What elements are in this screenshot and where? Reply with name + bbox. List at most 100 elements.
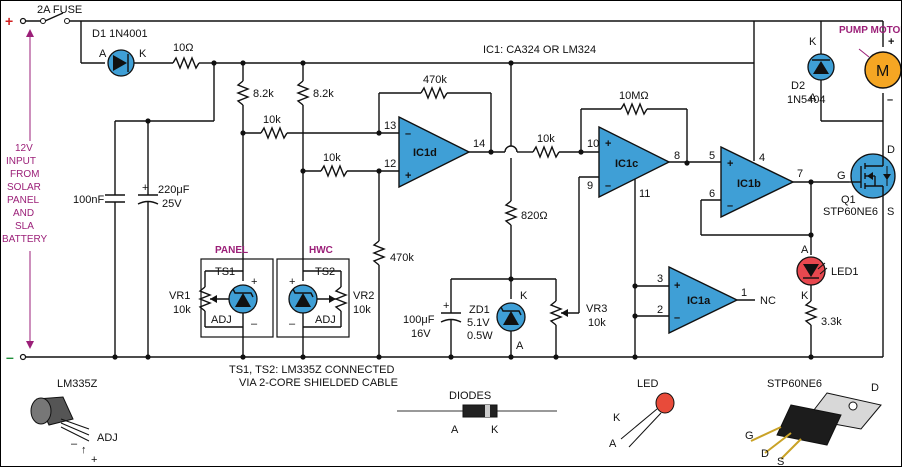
svg-text:Q1: Q1 (841, 194, 856, 206)
svg-text:BATTERY: BATTERY (2, 234, 48, 245)
svg-text:FROM: FROM (10, 169, 39, 180)
led-package-drawing: LED K A (609, 378, 675, 450)
svg-text:A: A (801, 244, 809, 256)
svg-text:PANEL: PANEL (215, 245, 248, 256)
svg-text:K: K (801, 290, 809, 302)
svg-text:13: 13 (384, 120, 396, 132)
svg-text:–: – (251, 318, 258, 330)
svg-text:+: + (727, 158, 733, 170)
opamp-ic1c: + – IC1c 10 9 8 11 (587, 125, 680, 200)
svg-text:10k: 10k (323, 152, 341, 164)
svg-text:K: K (809, 36, 817, 48)
svg-text:2: 2 (657, 304, 663, 316)
svg-text:470k: 470k (423, 74, 447, 86)
ic-note: IC1: CA324 OR LM324 (483, 44, 596, 56)
svg-text:8: 8 (674, 150, 680, 162)
opamp-ic1b: + – IC1b 5 6 4 7 (709, 145, 803, 219)
minus-terminal (19, 353, 27, 361)
potentiometer-vr3: VR3 10k (549, 176, 607, 357)
svg-text:10Ω: 10Ω (173, 42, 193, 54)
stp60ne6-package-drawing: STP60NE6 G D S D (745, 378, 882, 466)
svg-text:ADJ: ADJ (315, 314, 336, 326)
capacitor-220uf: + 220μF 25V (137, 121, 190, 357)
svg-text:+: + (251, 276, 257, 288)
sensor-note-line2: VIA 2-CORE SHIELDED CABLE (239, 377, 398, 389)
svg-text:K: K (491, 424, 499, 436)
svg-text:6: 6 (709, 188, 715, 200)
input-label: 12V INPUT FROM SOLAR PANEL AND SLA BATTE… (2, 143, 48, 245)
svg-text:LED: LED (637, 378, 658, 390)
mosfet-q1: G D S Q1 STP60NE6 (823, 144, 896, 218)
svg-text:5: 5 (709, 150, 715, 162)
svg-text:8.2k: 8.2k (253, 88, 274, 100)
svg-text:HWC: HWC (309, 245, 333, 256)
svg-text:+: + (289, 276, 295, 288)
svg-text:–: – (71, 438, 78, 450)
svg-text:+: + (888, 36, 894, 48)
svg-text:0.5W: 0.5W (467, 330, 493, 342)
svg-text:VR2: VR2 (353, 290, 374, 302)
svg-text:INPUT: INPUT (6, 156, 36, 167)
svg-text:10k: 10k (173, 304, 191, 316)
svg-text:STP60NE6: STP60NE6 (823, 206, 878, 218)
positive-rail (23, 12, 884, 155)
resistor-470k-feedback: 470k (378, 74, 492, 152)
resistor-8k2-b: 8.2k (296, 63, 334, 171)
svg-text:–: – (674, 312, 680, 324)
input-arrow (26, 29, 34, 349)
svg-text:ADJ: ADJ (211, 314, 232, 326)
svg-text:K: K (139, 48, 147, 60)
svg-text:3: 3 (657, 273, 663, 285)
svg-text:ADJ: ADJ (97, 432, 118, 444)
svg-text:12: 12 (384, 158, 396, 170)
svg-text:AND: AND (13, 208, 34, 219)
svg-text:1N5404: 1N5404 (787, 94, 826, 106)
svg-text:SLA: SLA (15, 221, 34, 232)
svg-text:–: – (289, 318, 296, 330)
svg-text:DIODES: DIODES (449, 390, 491, 402)
svg-text:STP60NE6: STP60NE6 (767, 378, 822, 390)
svg-text:+: + (91, 454, 97, 466)
svg-text:+: + (605, 138, 611, 150)
svg-text:10k: 10k (263, 114, 281, 126)
svg-text:VR1: VR1 (169, 290, 190, 302)
svg-text:10k: 10k (537, 133, 555, 145)
svg-text:A: A (99, 48, 107, 60)
svg-text:G: G (837, 170, 846, 182)
svg-text:K: K (613, 412, 621, 424)
wire-crossover (504, 145, 518, 153)
svg-text:A: A (809, 92, 817, 104)
svg-text:25V: 25V (162, 198, 182, 210)
svg-text:5.1V: 5.1V (467, 317, 490, 329)
svg-text:NC: NC (760, 295, 776, 307)
pump-motor: M + – PUMP MOTOR (839, 25, 901, 106)
svg-text:11: 11 (639, 188, 650, 200)
svg-text:10k: 10k (588, 317, 606, 329)
svg-text:S: S (777, 456, 784, 466)
svg-text:12V: 12V (15, 143, 33, 154)
sensor-note-line1: TS1, TS2: LM335Z CONNECTED (229, 364, 395, 376)
svg-text:14: 14 (473, 138, 485, 150)
svg-text:IC1a: IC1a (687, 295, 711, 307)
svg-text:3.3k: 3.3k (821, 316, 842, 328)
resistor-10k-a: 10k (243, 114, 399, 140)
svg-text:A: A (609, 438, 617, 450)
svg-text:D2: D2 (791, 80, 805, 92)
svg-text:D1 1N4001: D1 1N4001 (92, 28, 148, 40)
svg-text:–: – (405, 128, 411, 140)
svg-text:–: – (605, 180, 611, 192)
svg-text:G: G (745, 430, 754, 442)
resistor-3k3: 3.3k (804, 300, 842, 357)
plus-sign: + (5, 13, 13, 29)
resistor-470k-ground: 470k (372, 171, 414, 357)
svg-text:+: + (405, 170, 411, 182)
svg-text:TS1: TS1 (215, 266, 235, 278)
svg-text:IC1d: IC1d (413, 147, 437, 159)
svg-text:–: – (727, 200, 733, 212)
led-led1: A K LED1 (796, 244, 859, 302)
svg-text:ZD1: ZD1 (469, 304, 490, 316)
diode-d1: D1 1N4001 A K (81, 28, 173, 77)
svg-text:1: 1 (741, 287, 747, 299)
